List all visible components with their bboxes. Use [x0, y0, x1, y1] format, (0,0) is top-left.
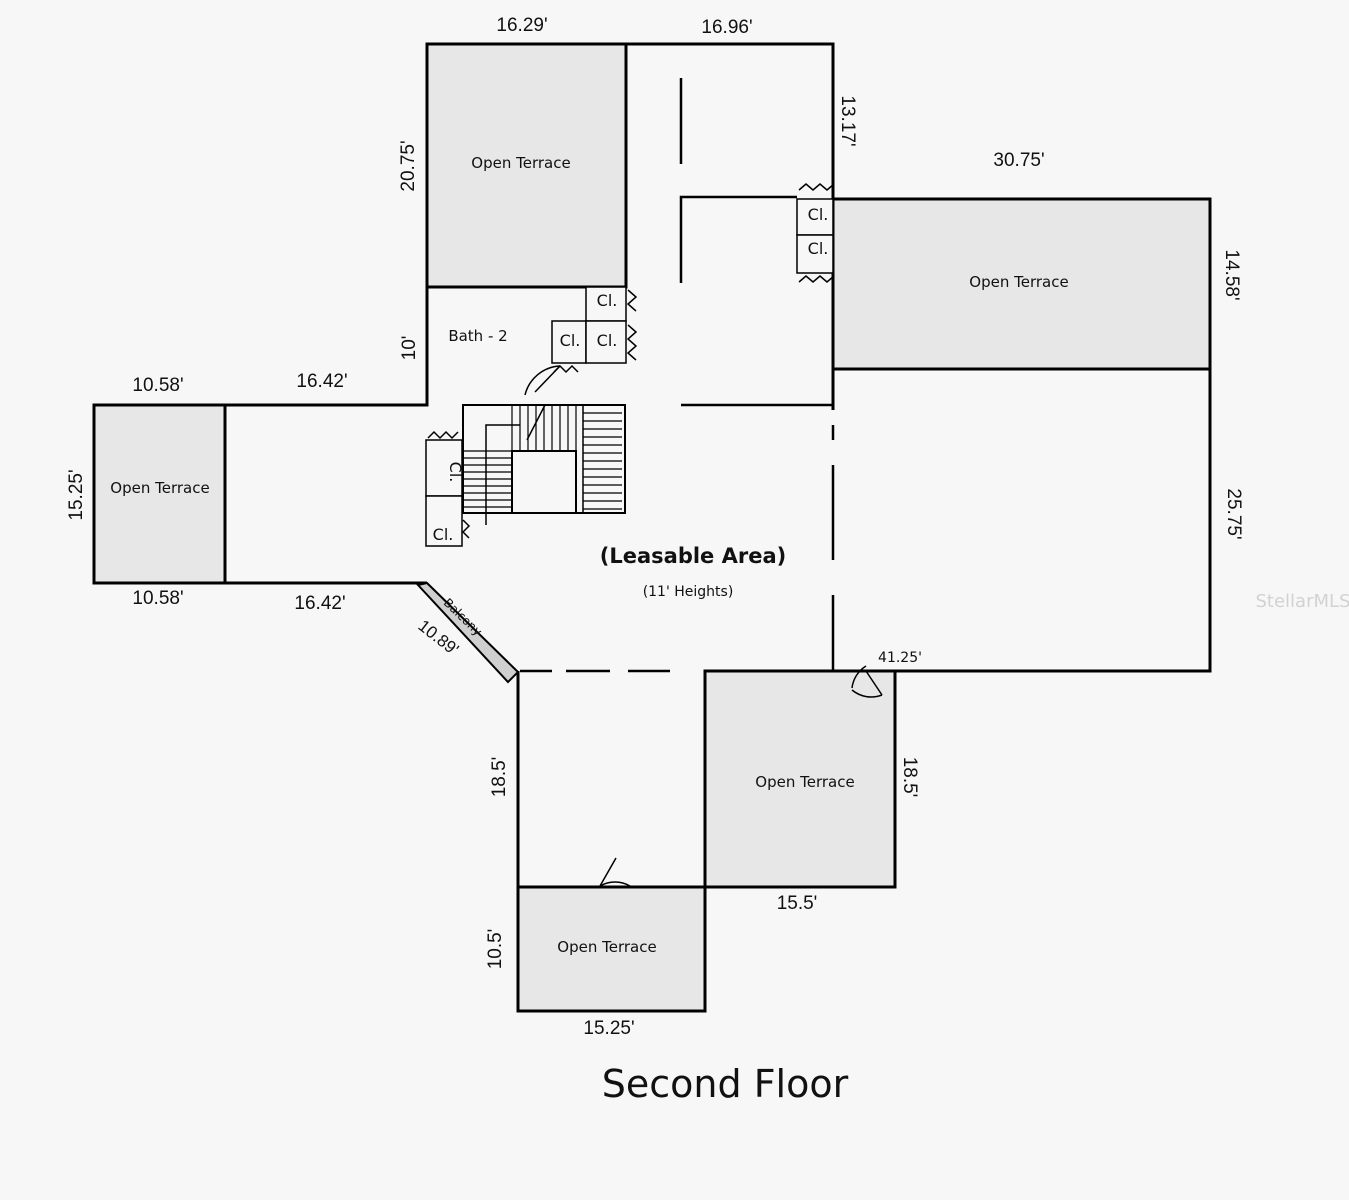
terrace-label-top-left: Open Terrace [471, 154, 570, 172]
dim-left-terrace-top: 10.58' [132, 375, 183, 396]
closet-label-5: Cl. [597, 331, 618, 350]
closet-3 [585, 286, 627, 322]
dim-top-left-terrace-width: 16.29' [496, 15, 547, 36]
dim-bottom-right-wall: 41.25' [878, 650, 922, 666]
dim-bottom-terrace-width: 15.25' [583, 1018, 634, 1039]
balcony [416, 581, 520, 684]
terrace-top-left [425, 42, 628, 289]
dim-lower-left-wall: 18.5' [489, 757, 510, 798]
terrace-label-bottom: Open Terrace [557, 938, 656, 956]
terrace-left [92, 403, 227, 585]
closet-7 [425, 495, 463, 547]
dim-corridor-right-height: 13.17' [837, 95, 858, 146]
dim-left-bottom-wall: 16.42' [294, 593, 345, 614]
closet-2 [796, 234, 834, 274]
dim-left-terrace-height: 15.25' [66, 469, 87, 520]
terrace-right [831, 197, 1212, 371]
dim-right-lower-wall: 25.75' [1223, 488, 1244, 539]
dim-left-top-wall: 16.42' [296, 371, 347, 392]
terrace-label-left: Open Terrace [110, 479, 209, 497]
closet-label-6: Cl. [446, 462, 465, 483]
dim-top-corridor-width: 16.96' [701, 17, 752, 38]
closet-4 [551, 320, 587, 364]
interior-partitions [520, 78, 835, 673]
closet-label-4: Cl. [560, 331, 581, 350]
closet-1 [796, 198, 834, 236]
terrace-lower-right [703, 669, 897, 889]
dim-right-terrace-height: 14.58' [1221, 249, 1242, 300]
closet-label-3: Cl. [597, 291, 618, 310]
terrace-label-right: Open Terrace [969, 273, 1068, 291]
floor-title: Second Floor [602, 1062, 849, 1106]
terrace-bottom [516, 885, 707, 1013]
closets [425, 198, 834, 547]
terrace-label-lower-right: Open Terrace [755, 773, 854, 791]
dim-bottom-terrace-height: 10.5' [485, 929, 506, 970]
bath-label: Bath - 2 [448, 327, 507, 345]
closet-label-7: Cl. [433, 525, 454, 544]
dim-bath-wall-height: 10' [399, 336, 420, 361]
leasable-area-label: (Leasable Area) [600, 544, 786, 568]
closet-label-1: Cl. [808, 205, 829, 224]
door-swings [524, 365, 883, 887]
exterior-walls [225, 42, 1212, 887]
closet-label-2: Cl. [808, 239, 829, 258]
closet-5 [585, 320, 627, 364]
dim-right-terrace-width: 30.75' [993, 150, 1044, 171]
staircase [462, 404, 626, 525]
watermark: StellarMLS [1256, 591, 1349, 612]
dim-lower-right-terrace-height: 18.5' [899, 757, 920, 798]
dim-left-terrace-bottom: 10.58' [132, 588, 183, 609]
dim-top-left-terrace-height: 20.75' [398, 140, 419, 191]
heights-label: (11' Heights) [643, 584, 734, 600]
dim-lower-right-terrace-width: 15.5' [777, 893, 818, 914]
